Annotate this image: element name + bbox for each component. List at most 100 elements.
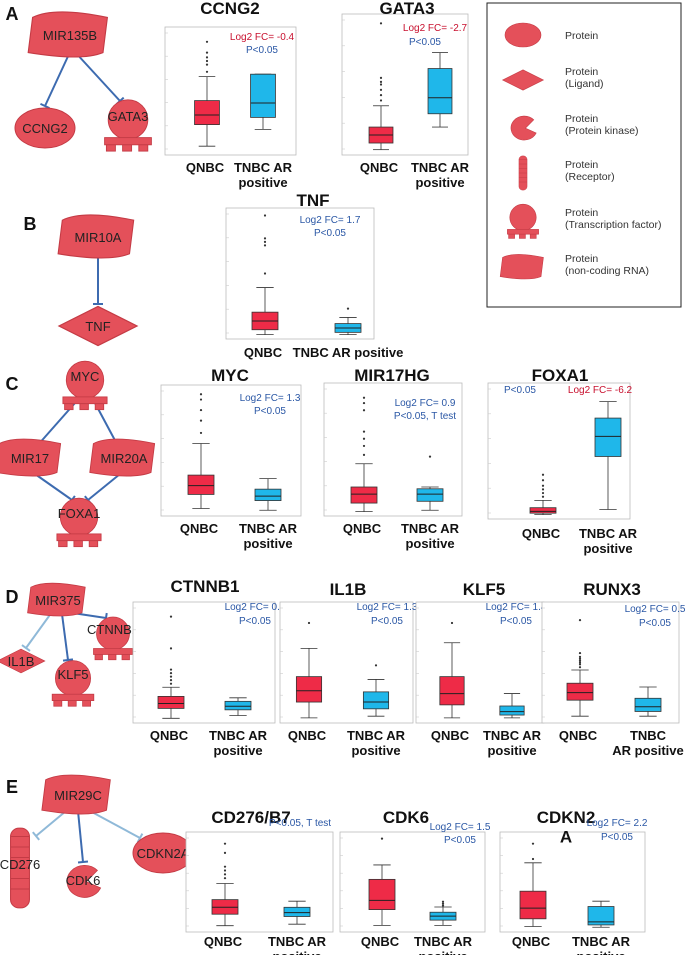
category-label-qnbc: QNBC bbox=[343, 521, 382, 536]
edge-bar bbox=[62, 658, 74, 662]
edge-line bbox=[87, 473, 121, 501]
panel-letter-B: B bbox=[24, 214, 37, 234]
node-tnf-label: TNF bbox=[85, 319, 110, 334]
legend-label: Protein(non-coding RNA) bbox=[565, 253, 649, 277]
outlier-point bbox=[199, 419, 203, 422]
stat-annotation: Log2 FC= -6.2 bbox=[568, 385, 633, 396]
panel-letter-A: A bbox=[6, 4, 19, 24]
stat-annotation: P<0.05 bbox=[246, 45, 278, 56]
outlier-point bbox=[205, 51, 209, 54]
outlier-point bbox=[578, 666, 582, 669]
stat-annotation: Log2 FC= 0.2 bbox=[225, 602, 286, 613]
chart-title: RUNX3 bbox=[583, 580, 641, 599]
stat-annotation: P<0.05 bbox=[500, 616, 532, 627]
tnbc-box bbox=[499, 693, 525, 719]
outlier-point bbox=[362, 409, 366, 412]
node-klf5-label: KLF5 bbox=[57, 667, 88, 682]
box-iqr bbox=[499, 705, 525, 716]
qnbc-box bbox=[350, 396, 378, 513]
tf-foot bbox=[82, 700, 92, 707]
edge-bar bbox=[40, 102, 50, 110]
tnbc-box bbox=[224, 697, 252, 716]
edge-mir29c-cd276 bbox=[32, 810, 67, 841]
category-label-qnbc: QNBC bbox=[522, 526, 561, 541]
outlier-point bbox=[428, 455, 432, 458]
legend-label: Protein bbox=[565, 30, 598, 42]
outlier-point bbox=[578, 663, 582, 666]
outlier-point bbox=[205, 59, 209, 63]
outlier-point bbox=[450, 621, 454, 625]
outlier-point bbox=[380, 837, 384, 840]
panel-letter-D: D bbox=[6, 587, 19, 607]
chart-title: CDK6 bbox=[383, 808, 429, 827]
boxplot-mir17hg bbox=[323, 382, 463, 517]
tf-foot bbox=[73, 540, 83, 548]
outlier-point bbox=[169, 679, 173, 682]
outlier-point bbox=[169, 675, 173, 678]
category-label-qnbc: QNBC bbox=[559, 728, 598, 743]
node-gata3-label: GATA3 bbox=[108, 109, 149, 124]
legend-label: Protein(Ligand) bbox=[565, 66, 604, 90]
tf-foot bbox=[67, 700, 77, 707]
outlier-point bbox=[223, 865, 227, 868]
boxplot-cdkn2a bbox=[499, 831, 646, 933]
tnbc-box bbox=[283, 900, 311, 925]
outlier-point bbox=[223, 842, 227, 845]
node-mir375-shape bbox=[27, 582, 86, 617]
edge-mir135b-gata3 bbox=[74, 51, 125, 106]
outlier-point bbox=[541, 484, 545, 487]
plot-frame bbox=[339, 831, 486, 933]
edge-bar bbox=[21, 644, 31, 652]
outlier-point bbox=[578, 655, 582, 658]
stat-annotation: P<0.05 bbox=[239, 616, 271, 627]
edge-mir29c-cdkn2a bbox=[89, 810, 144, 843]
edge-line bbox=[61, 613, 69, 661]
box-iqr bbox=[519, 890, 547, 920]
qnbc-box bbox=[211, 842, 239, 927]
tf-base bbox=[93, 648, 133, 655]
protein-ellipse bbox=[14, 107, 76, 149]
tf-foot bbox=[53, 700, 63, 707]
boxplot-runx3 bbox=[541, 601, 680, 724]
panel-letter-C: C bbox=[6, 374, 19, 394]
tnbc-box bbox=[254, 478, 282, 511]
stat-annotation: P<0.05 bbox=[504, 385, 536, 396]
node-myc-label: MYC bbox=[71, 369, 100, 384]
outlier-point bbox=[379, 22, 383, 25]
tf-foot bbox=[88, 540, 99, 548]
chart-title: KLF5 bbox=[463, 580, 506, 599]
category-label-qnbc: QNBC bbox=[244, 345, 283, 360]
node-mir17-label: MIR17 bbox=[11, 451, 49, 466]
box-iqr bbox=[250, 73, 276, 118]
outlier-point bbox=[169, 671, 173, 675]
outlier-point bbox=[199, 393, 203, 396]
qnbc-box bbox=[157, 615, 185, 719]
stat-annotation: Log2 FC= 0.5 bbox=[625, 604, 685, 615]
edge-mir17-foxa1 bbox=[34, 473, 76, 505]
outlier-point bbox=[362, 401, 366, 405]
chart-title: GATA3 bbox=[379, 0, 434, 18]
node-mir10a-label: MIR10A bbox=[75, 230, 122, 245]
plot-frame bbox=[185, 831, 334, 933]
outlier-point bbox=[205, 40, 209, 43]
tf-base bbox=[507, 229, 539, 235]
outlier-point bbox=[205, 56, 209, 59]
tf-base bbox=[56, 533, 102, 542]
node-ctnnb1-label: CTNNB1 bbox=[87, 622, 139, 637]
stat-annotation: P<0.05 bbox=[444, 835, 476, 846]
stat-annotation: Log2 FC= 1.7 bbox=[300, 215, 361, 226]
boxplot-tnf bbox=[225, 207, 375, 340]
node-mir10a-shape bbox=[57, 214, 135, 259]
legend-tf-icon bbox=[507, 203, 539, 239]
qnbc-box bbox=[251, 214, 279, 336]
